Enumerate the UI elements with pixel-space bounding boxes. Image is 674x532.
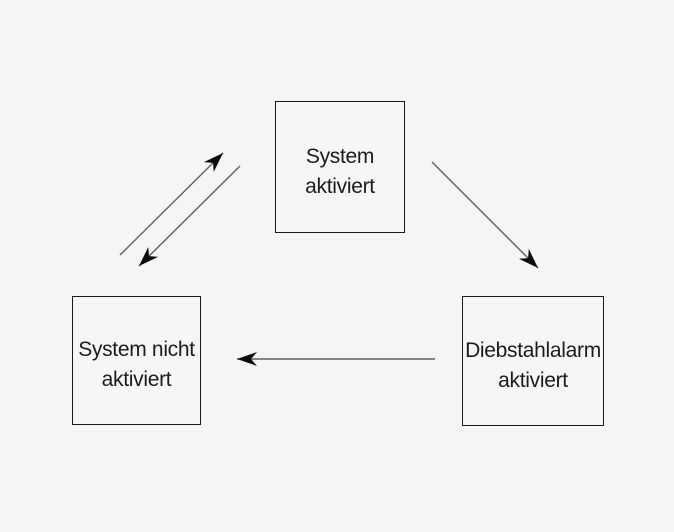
- state-label-line2: aktiviert: [305, 174, 375, 198]
- state-label-line1: System: [305, 144, 375, 168]
- state-box-diebstahlalarm-aktiviert: Diebstahlalarm aktiviert: [462, 296, 604, 426]
- arrow-aktiviert-to-nicht-aktiviert: [138, 165, 241, 267]
- state-label-line2: aktiviert: [101, 368, 172, 391]
- arrow-aktiviert-to-alarm: [431, 161, 539, 269]
- state-box-system-aktiviert: System aktiviert: [275, 101, 405, 233]
- arrow-nicht-aktiviert-to-aktiviert: [119, 152, 224, 256]
- state-label-line2: aktiviert: [498, 368, 568, 392]
- state-box-system-nicht-aktiviert: System nicht aktiviert: [72, 296, 201, 425]
- state-label-line1: System nicht: [78, 338, 195, 361]
- state-label-line1: Diebstahlalarm: [465, 338, 601, 362]
